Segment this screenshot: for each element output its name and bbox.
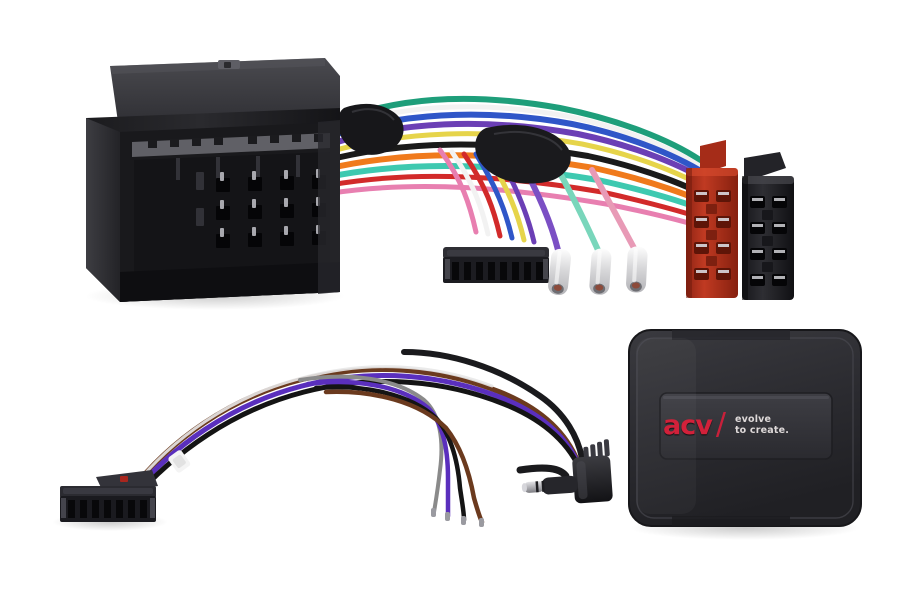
harness-tape-wraps — [337, 103, 571, 184]
bare-wire-tips — [431, 508, 484, 527]
quadlock-connector — [86, 58, 340, 302]
jack-plug — [521, 439, 613, 504]
bullet-connectors — [548, 246, 648, 295]
lower-harness-connector — [60, 470, 158, 522]
iso-speaker-connector — [742, 152, 794, 300]
cable-tie — [168, 450, 191, 473]
lower-wire-harness — [127, 349, 585, 525]
iso-power-connector — [686, 140, 738, 298]
quadlock-contacts — [220, 169, 320, 237]
interface-module — [628, 329, 862, 527]
mini-iso-connector — [443, 247, 549, 283]
